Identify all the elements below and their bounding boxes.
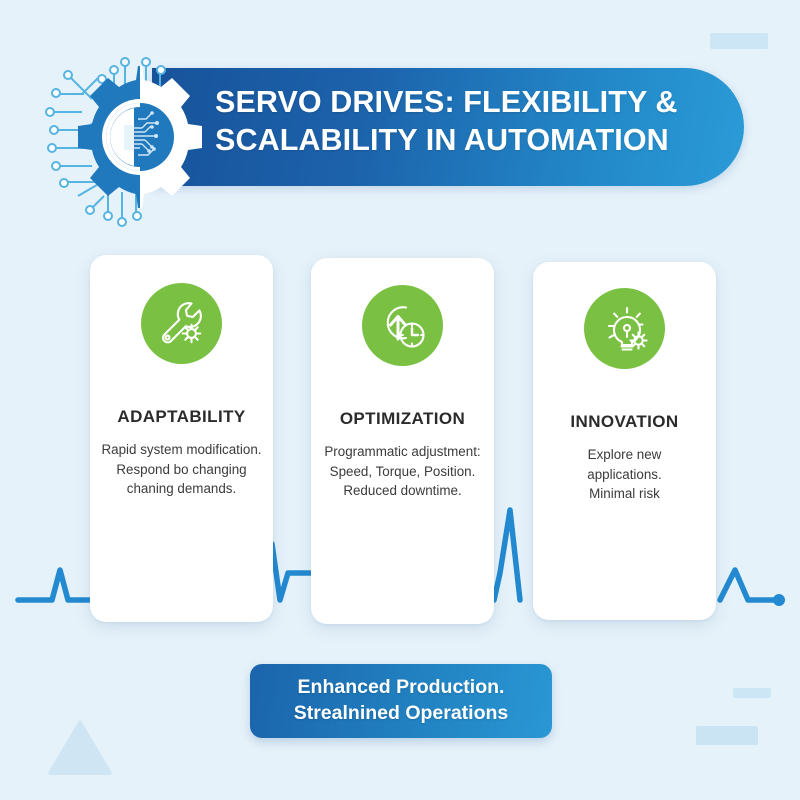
lightbulb-gear-icon (584, 288, 665, 369)
footer-text-line-2: Strealnined Operations (293, 702, 509, 724)
card-title: OPTIMIZATION (339, 409, 466, 428)
card-description: Programmatic adjustment: Speed, Torque, … (311, 442, 494, 501)
card-description: Rapid system modification. Respond bo ch… (90, 440, 273, 499)
wrench-gear-icon (141, 283, 222, 364)
decor-rect-top-right (710, 33, 768, 49)
footer-text: Enhanced Production. Strealnined Operati… (294, 675, 509, 726)
page-title-line-2: SCALABILITY IN AUTOMATION (215, 122, 669, 157)
circuit-gear-icon (30, 42, 252, 232)
card-description-line-3: chaning demands. (126, 481, 237, 497)
decor-rect-bottom-right-small (733, 688, 771, 698)
card-description-line-2: Speed, Torque, Position. (329, 463, 476, 479)
card-description: Explore new applications. Minimal risk (533, 445, 716, 504)
feature-card-optimization[interactable]: OPTIMIZATION Programmatic adjustment: Sp… (311, 258, 494, 624)
feature-card-innovation[interactable]: INNOVATION Explore new applications. Min… (533, 262, 716, 620)
card-title: INNOVATION (570, 412, 679, 431)
card-description-line-1: Programmatic adjustment: (324, 444, 481, 459)
decor-rect-bottom-right-large (696, 726, 758, 745)
card-description-line-1: Rapid system modification. (101, 442, 262, 457)
page-title: SERVO DRIVES: FLEXIBILITY & SCALABILITY … (215, 84, 715, 159)
feature-card-adaptability[interactable]: ADAPTABILITY Rapid system modification. … (90, 255, 273, 622)
card-title: ADAPTABILITY (117, 407, 246, 426)
arrow-up-clock-icon (362, 285, 443, 366)
footer-banner[interactable]: Enhanced Production. Strealnined Operati… (250, 664, 552, 738)
header-banner (152, 68, 744, 186)
card-description-line-3: Minimal risk (589, 486, 660, 502)
footer-text-line-1: Enhanced Production. (297, 676, 505, 699)
page-title-line-1: SERVO DRIVES: FLEXIBILITY & (215, 85, 678, 119)
card-description-line-2: applications. (587, 466, 662, 482)
card-description-line-3: Reduced downtime. (343, 483, 462, 499)
card-description-line-2: Respond bo changing (116, 461, 247, 477)
card-description-line-1: Explore new (587, 447, 662, 462)
